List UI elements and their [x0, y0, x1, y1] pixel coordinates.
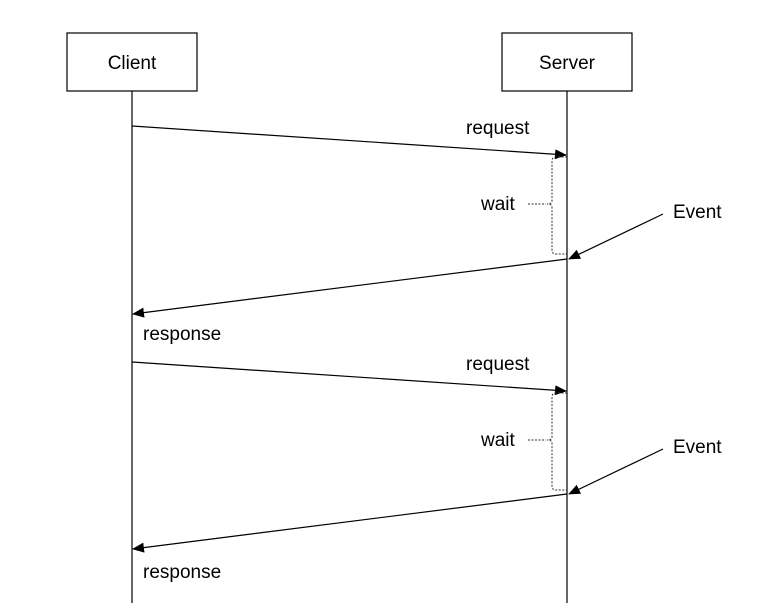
response-arrow-2 — [132, 493, 568, 553]
wait-brace-2 — [546, 392, 567, 491]
client-participant: Client — [66, 32, 198, 92]
request-arrow-1 — [131, 125, 567, 160]
client-box — [66, 32, 198, 92]
wait-label-1: wait — [480, 194, 516, 215]
client-label: Client — [108, 53, 157, 74]
response-label-2: response — [143, 562, 221, 583]
response-arrow-1 — [132, 258, 568, 318]
request-label-1: request — [466, 118, 530, 139]
response-label-1: response — [143, 324, 221, 345]
server-label: Server — [539, 53, 596, 74]
wait-brace-1 — [546, 156, 567, 255]
request-arrow-2 — [131, 361, 567, 396]
event-pointer-2 — [568, 448, 664, 495]
request-label-2: request — [466, 354, 530, 375]
event-pointer-1 — [568, 213, 664, 260]
server-box — [501, 32, 633, 92]
server-participant: Server — [501, 32, 633, 92]
wait-label-2: wait — [480, 430, 516, 451]
event-label-2: Event — [673, 437, 722, 458]
event-label-1: Event — [673, 202, 722, 223]
